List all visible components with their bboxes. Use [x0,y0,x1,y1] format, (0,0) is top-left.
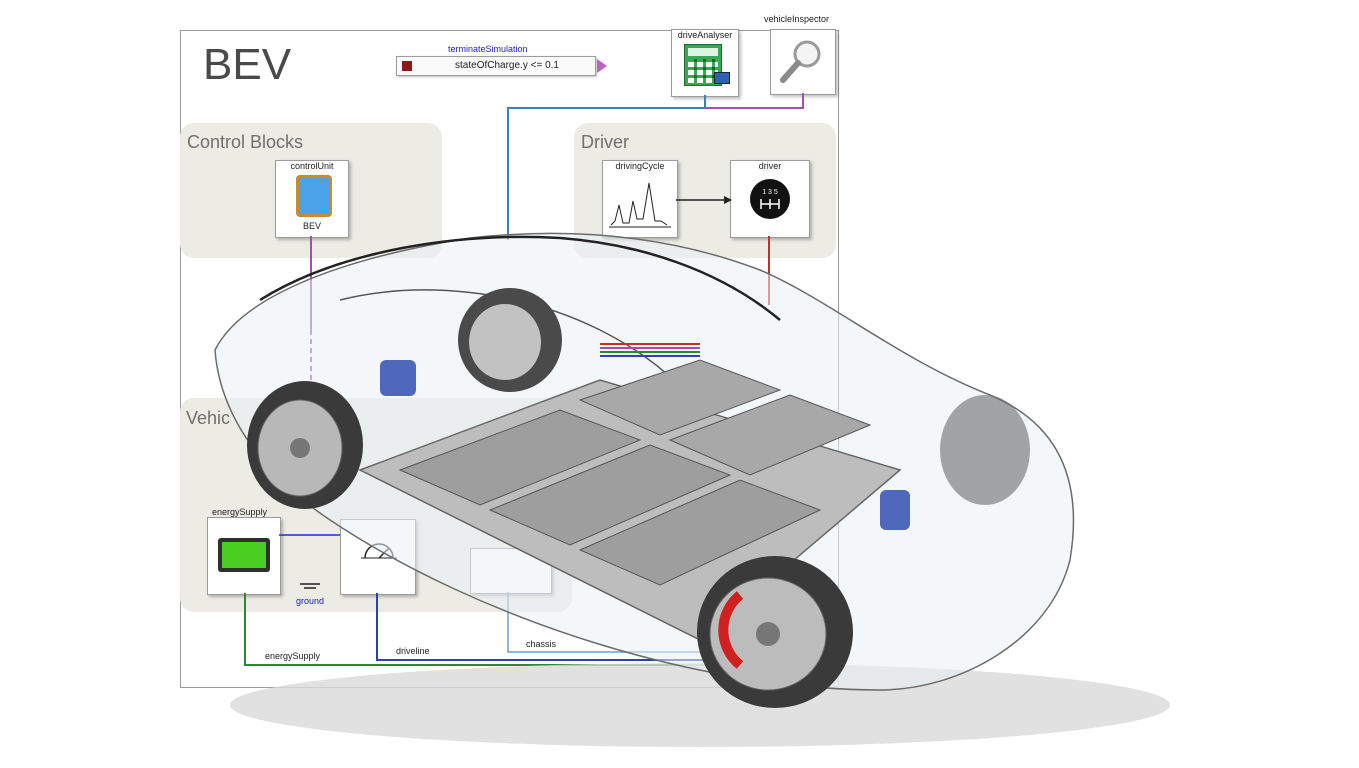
gear-numbers: 1 3 5 [762,189,778,196]
driving-cycle-label: drivingCycle [615,161,665,171]
drive-analyser-block[interactable]: driveAnalyser [671,29,739,97]
driver-label: driver [758,161,782,171]
gear-knob-icon: 1 3 5 [750,179,790,219]
calculator-icon [684,44,722,86]
terminate-condition: stateOfCharge.y <= 0.1 [455,60,559,71]
magnifier-icon [780,40,821,83]
driving-cycle-block[interactable]: drivingCycle [602,160,678,238]
terminate-block[interactable]: stateOfCharge.y <= 0.1 [396,56,607,76]
wheel-rear-right [458,288,562,392]
speed-profile-icon [609,182,671,228]
chassis-connection-label: chassis [526,639,557,649]
ground-label: ground [296,596,325,606]
energy-supply-label: energySupply [212,507,268,517]
driveline-connection-label: driveline [396,646,430,656]
wheel-rear-left [247,381,363,509]
terminate-label: terminateSimulation [448,44,528,54]
battery-icon [218,538,270,572]
vehicle-inspector-label: vehicleInspector [764,14,830,24]
drive-analyser-label: driveAnalyser [677,30,733,40]
output-arrow-icon [597,59,607,73]
monitor-icon [714,72,730,84]
control-unit-label: controlUnit [290,161,334,171]
driver-block[interactable]: driver 1 3 5 [730,160,810,238]
wheel-front-left [697,556,853,708]
vehicle-inspector-block[interactable] [770,29,836,95]
control-blocks-label: Control Blocks [187,132,304,152]
control-unit-block[interactable]: controlUnit BEV [275,160,349,238]
control-unit-sublabel: BEV [302,221,321,231]
energy-supply-connection-label: energySupply [265,651,321,661]
vehicle-group-label: Vehic [186,408,231,428]
energy-supply-block[interactable] [207,517,281,595]
wheel-front-right [940,395,1030,505]
driver-group-label: Driver [581,132,629,152]
chip-icon [296,175,332,217]
stop-icon [402,61,412,71]
model-title: BEV [203,40,292,89]
